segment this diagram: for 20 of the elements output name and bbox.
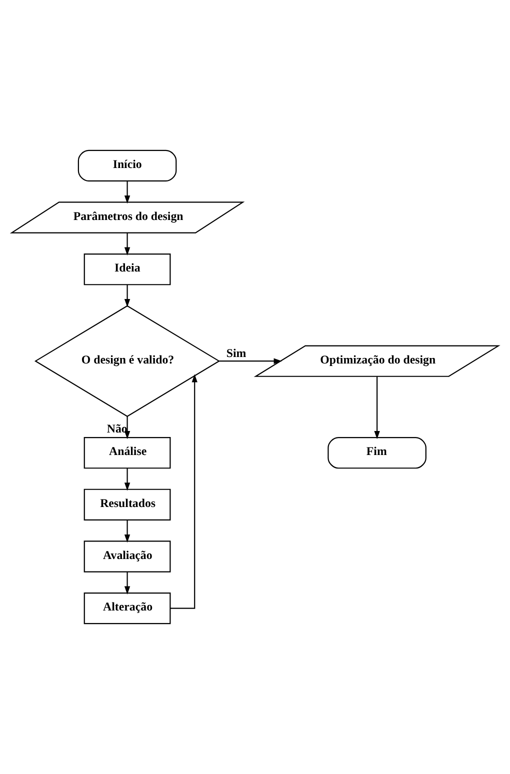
arrow xyxy=(124,520,130,543)
node-box: Ideia xyxy=(84,254,171,286)
arrow xyxy=(124,468,130,491)
node-box: Início xyxy=(78,150,177,182)
arrow xyxy=(124,181,130,204)
arrow xyxy=(124,572,130,594)
arrow xyxy=(219,358,282,364)
node-box: Análise xyxy=(84,437,171,469)
node-diamond: O design é valido? xyxy=(34,305,220,417)
node-box: Fim xyxy=(328,437,426,469)
node-box: Alteração xyxy=(84,592,171,624)
edge-label: Sim xyxy=(226,346,246,360)
arrow xyxy=(374,376,380,440)
arrow xyxy=(124,284,130,308)
arrow xyxy=(170,374,198,609)
node-box: Resultados xyxy=(84,488,171,520)
arrow xyxy=(124,416,130,440)
arrow xyxy=(124,233,130,256)
edge-label: Não xyxy=(106,422,128,436)
node-box: Avaliação xyxy=(84,540,171,572)
